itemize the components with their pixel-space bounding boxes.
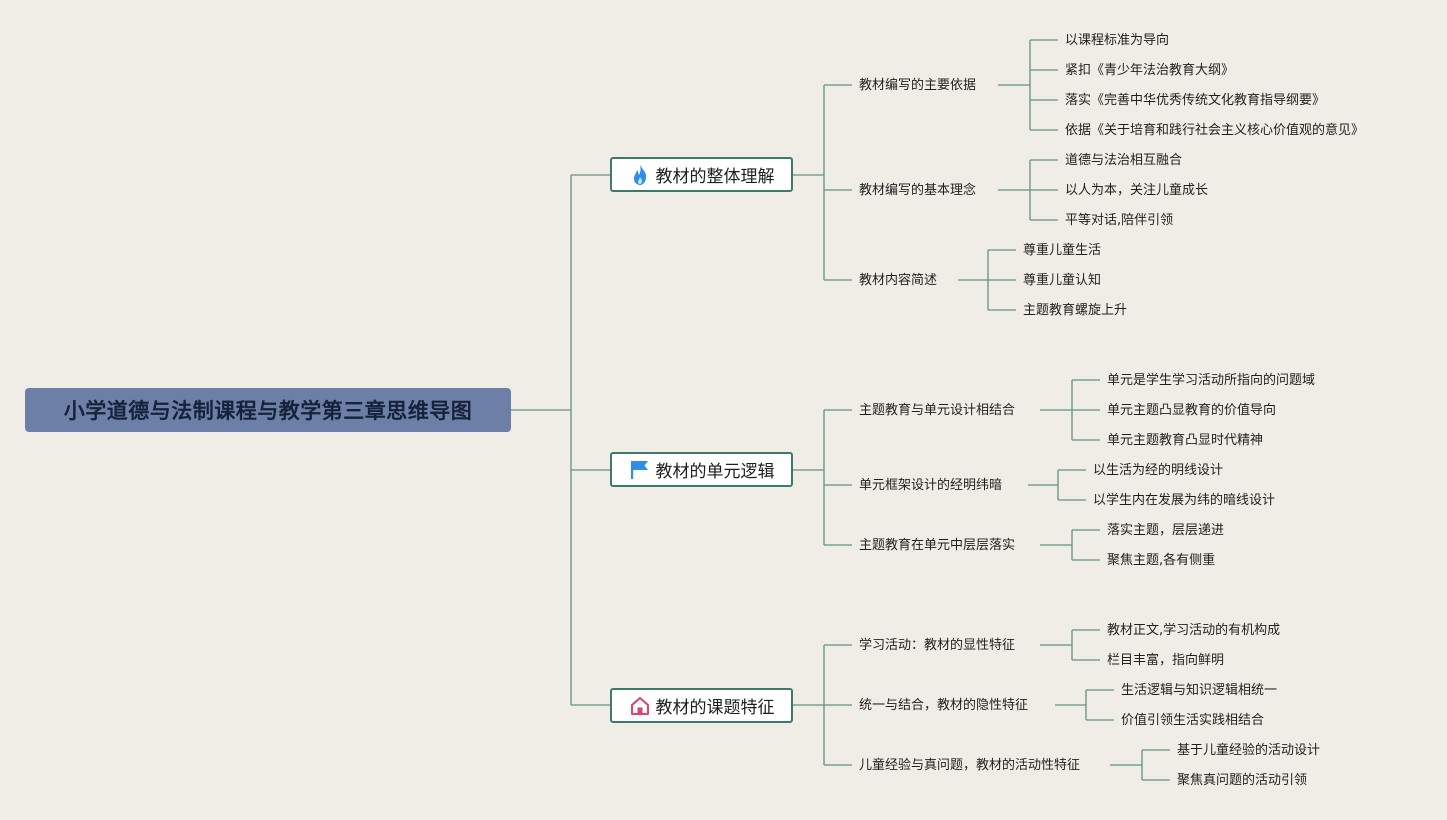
home-icon — [629, 695, 651, 717]
leaf-topic[interactable]: 主题教育螺旋上升 — [1023, 303, 1128, 318]
leaf-topic[interactable]: 聚焦主题,各有侧重 — [1107, 553, 1216, 568]
sub-topic[interactable]: 儿童经验与真问题，教材的活动性特征 — [859, 758, 1081, 773]
flag-icon — [629, 459, 651, 481]
leaf-topic[interactable]: 以学生内在发展为纬的暗线设计 — [1093, 493, 1276, 508]
sub-topic[interactable]: 主题教育与单元设计相结合 — [859, 403, 1016, 418]
leaf-topic[interactable]: 尊重儿童生活 — [1023, 243, 1102, 258]
sub-topic[interactable]: 单元框架设计的经明纬暗 — [859, 478, 1003, 493]
sub-topic[interactable]: 教材编写的基本理念 — [859, 183, 977, 198]
leaf-topic[interactable]: 落实主题，层层递进 — [1107, 523, 1225, 538]
branch-unit-logic[interactable]: 教材的单元逻辑 — [610, 452, 793, 487]
branch-label: 教材的单元逻辑 — [655, 462, 775, 482]
leaf-topic[interactable]: 聚焦真问题的活动引领 — [1177, 773, 1308, 788]
leaf-topic[interactable]: 尊重儿童认知 — [1023, 273, 1102, 288]
sub-topic[interactable]: 统一与结合，教材的隐性特征 — [859, 698, 1029, 713]
leaf-topic[interactable]: 平等对话,陪伴引领 — [1065, 213, 1174, 228]
branch-lesson-features[interactable]: 教材的课题特征 — [610, 688, 793, 723]
leaf-topic[interactable]: 价值引领生活实践相结合 — [1121, 713, 1265, 728]
leaf-topic[interactable]: 道德与法治相互融合 — [1065, 153, 1183, 168]
leaf-topic[interactable]: 以课程标准为导向 — [1065, 33, 1170, 48]
leaf-topic[interactable]: 以生活为经的明线设计 — [1093, 463, 1224, 478]
leaf-topic[interactable]: 单元是学生学习活动所指向的问题域 — [1107, 373, 1316, 388]
leaf-topic[interactable]: 单元主题教育凸显时代精神 — [1107, 433, 1264, 448]
leaf-topic[interactable]: 栏目丰富，指向鲜明 — [1107, 653, 1225, 668]
branch-label: 教材的课题特征 — [655, 698, 775, 718]
sub-topic[interactable]: 教材内容简述 — [859, 273, 938, 288]
branch-label: 教材的整体理解 — [655, 167, 775, 187]
leaf-topic[interactable]: 生活逻辑与知识逻辑相统一 — [1121, 683, 1278, 698]
leaf-topic[interactable]: 以人为本，关注儿童成长 — [1065, 183, 1209, 198]
leaf-topic[interactable]: 教材正文,学习活动的有机构成 — [1107, 623, 1281, 638]
leaf-topic[interactable]: 单元主题凸显教育的价值导向 — [1107, 403, 1277, 418]
sub-topic[interactable]: 学习活动：教材的显性特征 — [859, 638, 1016, 653]
leaf-topic[interactable]: 基于儿童经验的活动设计 — [1177, 743, 1321, 758]
sub-topic[interactable]: 教材编写的主要依据 — [859, 78, 977, 93]
fire-icon — [629, 164, 651, 186]
leaf-topic[interactable]: 紧扣《青少年法治教育大纲》 — [1065, 63, 1235, 78]
leaf-topic[interactable]: 依据《关于培育和践行社会主义核心价值观的意见》 — [1065, 123, 1365, 138]
root-topic[interactable]: 小学道德与法制课程与教学第三章思维导图 — [25, 388, 511, 432]
leaf-topic[interactable]: 落实《完善中华优秀传统文化教育指导纲要》 — [1065, 93, 1326, 108]
branch-overall-understanding[interactable]: 教材的整体理解 — [610, 157, 793, 192]
sub-topic[interactable]: 主题教育在单元中层层落实 — [859, 538, 1016, 553]
